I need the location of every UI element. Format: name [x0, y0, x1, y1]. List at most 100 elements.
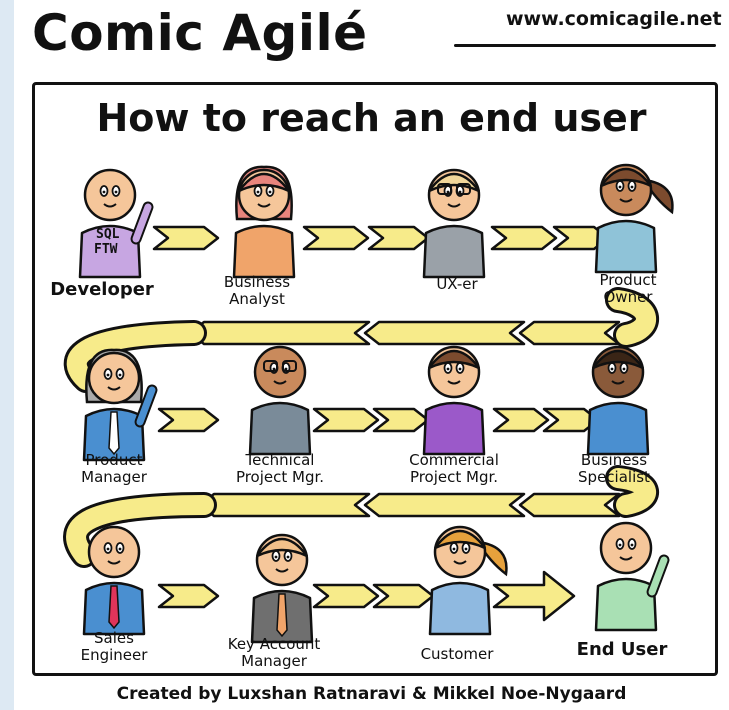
tie	[108, 411, 120, 456]
head	[87, 525, 141, 579]
pupil	[458, 190, 462, 194]
glasses	[263, 360, 278, 372]
arrow-segment	[302, 225, 370, 251]
raised-arm	[132, 203, 152, 243]
pupil	[118, 373, 122, 377]
pupil	[618, 185, 622, 189]
pupil	[118, 547, 122, 551]
credit-line: Created by Luxshan Ratnaravi & Mikkel No…	[116, 684, 627, 704]
pupil	[106, 373, 110, 377]
glasses	[282, 360, 297, 372]
hair	[599, 167, 653, 188]
role-label-ux-er: UX-er	[436, 275, 478, 293]
people-layer	[78, 163, 674, 644]
arrow-segment	[363, 320, 526, 346]
hair	[591, 349, 645, 370]
person-product-owner	[594, 163, 674, 274]
arrow-segment	[312, 583, 380, 609]
mouth	[107, 560, 121, 565]
glasses	[437, 183, 452, 195]
torso	[594, 219, 658, 274]
pupil	[618, 543, 622, 547]
person-customer	[428, 525, 508, 636]
role-label-end-user: End User	[576, 639, 668, 660]
comic-title: How to reach an end user	[96, 96, 647, 140]
hair	[427, 172, 481, 193]
arrow-segment	[518, 320, 621, 346]
pupil	[272, 367, 276, 371]
pupil	[452, 547, 456, 551]
raised-arm	[648, 556, 668, 596]
role-label-customer: Customer	[420, 645, 494, 663]
person-end-user	[594, 521, 670, 632]
pupil	[256, 190, 260, 194]
arrow-segment	[492, 407, 550, 433]
person-developer	[78, 168, 154, 279]
mouth	[619, 556, 633, 561]
hair	[427, 349, 481, 370]
torso	[586, 401, 650, 456]
head	[83, 168, 137, 222]
site-url: www.comicagile.net	[506, 8, 722, 30]
arrow-segment	[372, 583, 435, 609]
pupil	[286, 555, 290, 559]
hair	[237, 172, 291, 193]
arrow-segment	[188, 320, 371, 346]
pupil	[630, 185, 634, 189]
person-commercial-project-manager	[422, 345, 486, 456]
arrow-path	[63, 225, 659, 622]
arrow-curve	[66, 323, 204, 390]
person-sales-engineer	[82, 525, 146, 636]
person-key-account-manager	[250, 533, 314, 644]
tie	[108, 585, 120, 630]
arrow-segment	[363, 492, 526, 518]
pupil	[464, 547, 468, 551]
arrow-segment	[552, 225, 610, 251]
hair	[433, 529, 487, 550]
comic-artwork: SQL FTW	[63, 163, 674, 644]
head	[599, 521, 653, 575]
comic-sheet: Comic Agilé www.comicagile.net How to re…	[14, 0, 729, 710]
torso	[428, 581, 492, 636]
glasses	[456, 183, 471, 195]
arrow-curve	[608, 468, 656, 515]
torso	[422, 401, 486, 456]
person-technical-project-manager	[248, 345, 312, 456]
mouth	[447, 380, 461, 385]
arrow-segment	[367, 225, 430, 251]
pupil	[114, 190, 118, 194]
head	[253, 345, 307, 399]
mouth	[275, 568, 289, 573]
torso	[594, 577, 658, 632]
pupil	[446, 367, 450, 371]
pupil	[458, 367, 462, 371]
arrow-segment	[152, 225, 220, 251]
person-business-specialist	[586, 345, 650, 456]
person-product-manager	[82, 348, 158, 462]
pupil	[284, 367, 288, 371]
mouth	[619, 198, 633, 203]
torso	[232, 224, 296, 279]
arrow-segment	[157, 407, 220, 433]
developer-shirt-text-1: SQL	[96, 227, 120, 242]
pupil	[610, 367, 614, 371]
comic-frame	[32, 82, 718, 676]
pupil	[268, 190, 272, 194]
arrow-segment	[490, 225, 558, 251]
torso	[248, 401, 312, 456]
arrow-curve	[608, 290, 656, 345]
hair	[255, 537, 309, 558]
pupil	[622, 367, 626, 371]
head	[87, 351, 141, 405]
mouth	[107, 386, 121, 391]
tie	[276, 593, 288, 638]
brand-divider	[454, 44, 716, 47]
